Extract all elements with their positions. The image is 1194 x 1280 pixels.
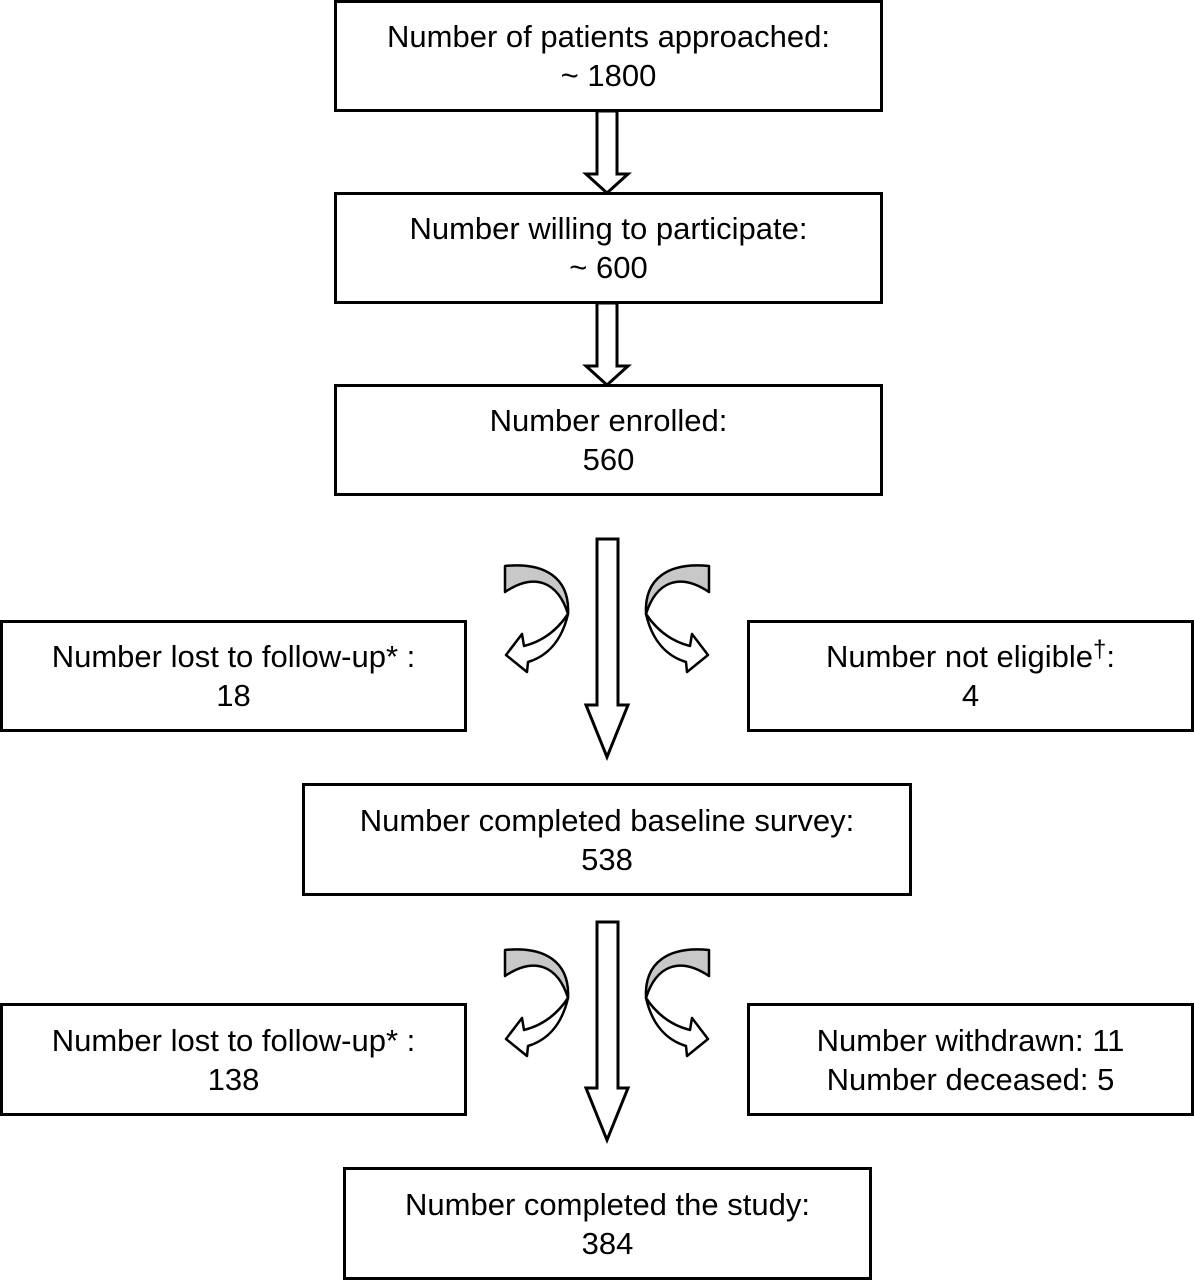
willing-value: ~ 600 <box>569 250 648 285</box>
lost-second-label: Number lost to follow-up* : <box>51 1022 416 1058</box>
withdrawn-line: Number withdrawn: 11 <box>816 1022 1125 1058</box>
curved-arrow-left-lost-second <box>503 948 570 1058</box>
curved-arrow-left-lost-first <box>503 564 570 674</box>
completed-value: 384 <box>581 1225 634 1261</box>
box-willing-to-participate: Number willing to participate: ~ 600 <box>334 192 883 304</box>
enrolled-label: Number enrolled: <box>489 403 728 438</box>
box-lost-to-follow-up-second: Number lost to follow-up* : 138 <box>0 1003 467 1116</box>
willing-label: Number willing to participate: <box>409 211 808 246</box>
dagger-mark: † <box>1093 636 1107 663</box>
not-eligible-label-line: Number not eligible†: <box>826 637 1115 676</box>
not-eligible-suffix: : <box>1106 639 1116 674</box>
completed-label: Number completed the study: <box>405 1186 810 1222</box>
box-completed-baseline-survey: Number completed baseline survey: 538 <box>302 783 912 896</box>
approached-value: ~ 1800 <box>560 58 657 93</box>
box-completed-study: Number completed the study: 384 <box>343 1167 872 1280</box>
box-patients-approached: Number of patients approached: ~ 1800 <box>334 0 883 112</box>
not-eligible-label: Number not eligible <box>825 639 1094 674</box>
not-eligible-value: 4 <box>961 678 980 713</box>
box-not-eligible: Number not eligible†: 4 <box>747 620 1194 732</box>
deceased-line: Number deceased: 5 <box>826 1061 1115 1097</box>
curved-arrow-right-withdrawn <box>644 948 711 1058</box>
lost-second-value: 138 <box>207 1061 260 1097</box>
curved-arrow-right-not-eligible <box>644 564 711 674</box>
box-enrolled: Number enrolled: 560 <box>334 384 883 496</box>
baseline-value: 538 <box>581 841 633 877</box>
baseline-label: Number completed baseline survey: <box>359 802 855 838</box>
down-arrow-approached-to-willing <box>582 109 632 196</box>
enrolled-value: 560 <box>582 442 635 477</box>
down-arrow-enrolled-to-baseline <box>583 537 631 762</box>
box-lost-to-follow-up-first: Number lost to follow-up* : 18 <box>0 620 467 732</box>
down-arrow-baseline-to-completed <box>583 920 631 1145</box>
lost-first-value: 18 <box>216 678 251 713</box>
lost-first-label: Number lost to follow-up* : <box>51 639 416 674</box>
down-arrow-willing-to-enrolled <box>582 301 632 388</box>
box-withdrawn-deceased: Number withdrawn: 11 Number deceased: 5 <box>747 1003 1194 1116</box>
approached-label: Number of patients approached: <box>387 19 830 54</box>
